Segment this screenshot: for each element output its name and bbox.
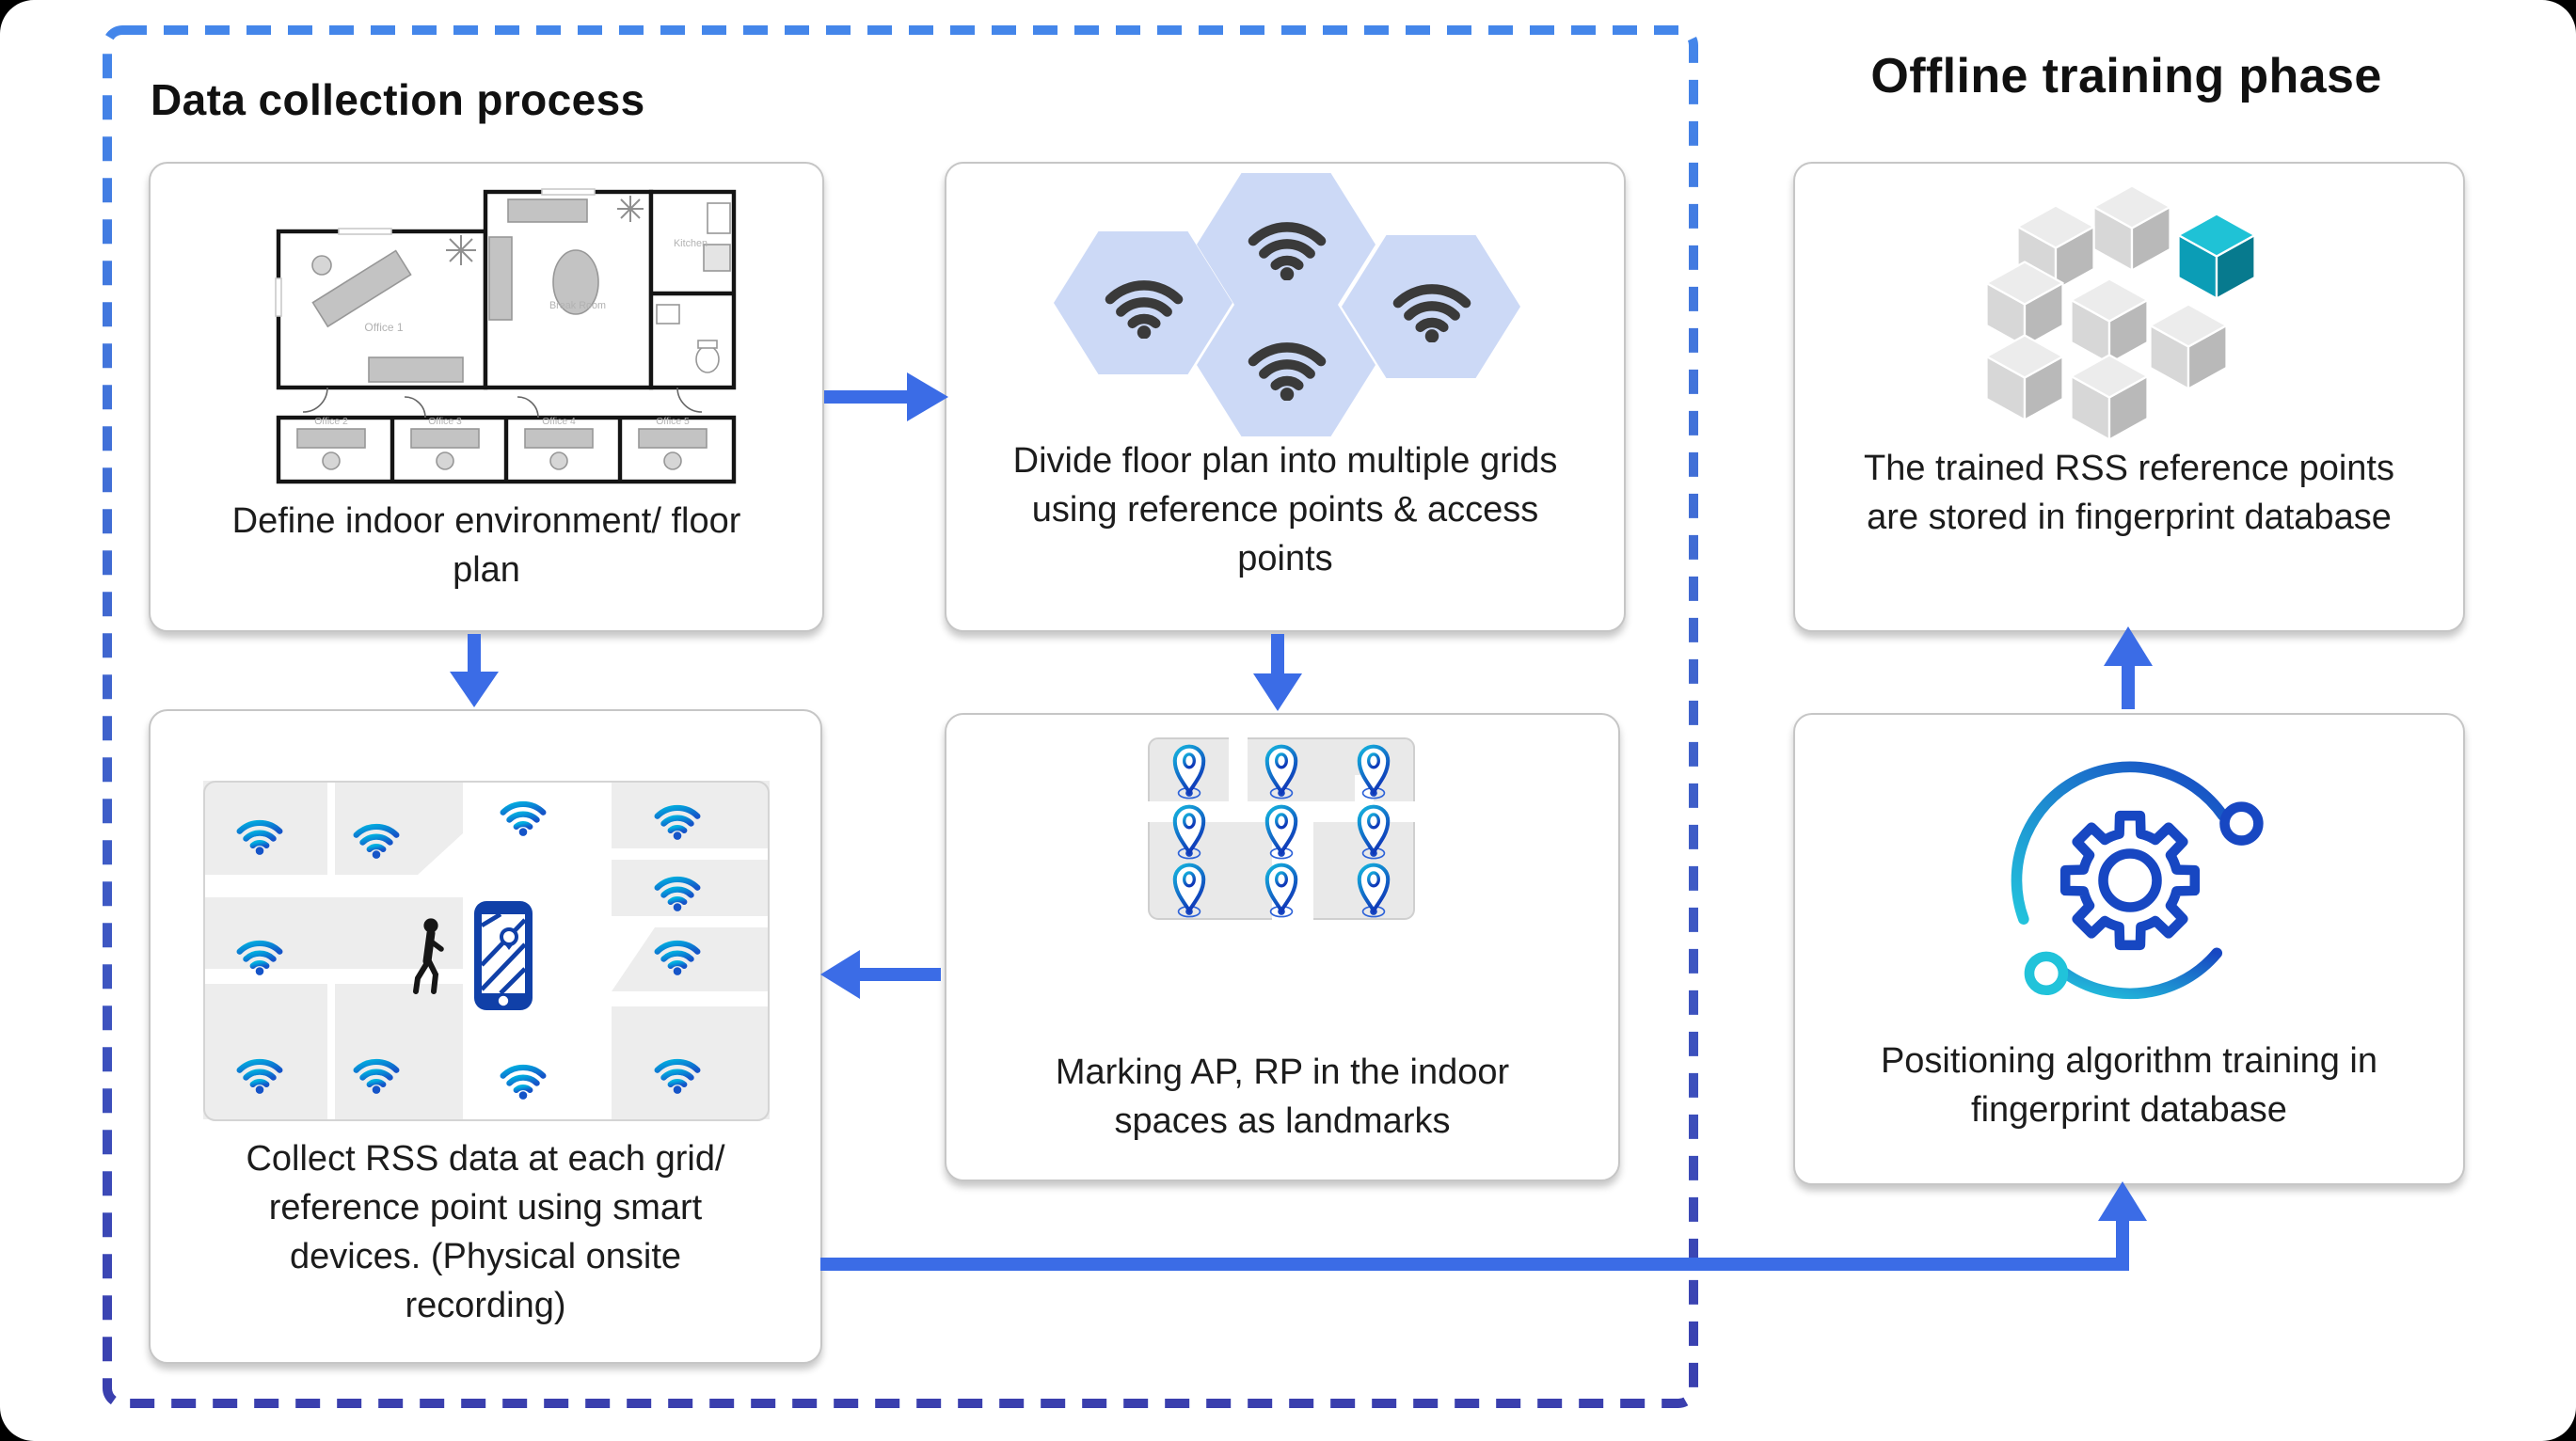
svg-text:Office 1: Office 1 — [364, 321, 403, 334]
wifi-icon — [1243, 329, 1329, 401]
rss-collection-map — [203, 781, 770, 1121]
caption-fingerprint-database: The trained RSS reference points are sto… — [1864, 450, 2394, 539]
caption-collect-rss: Collect RSS data at each grid/ reference… — [246, 1140, 725, 1327]
card-marking-landmarks: Marking AP, RP in the indoor spaces as l… — [945, 713, 1620, 1181]
svg-text:Office 4: Office 4 — [542, 417, 576, 427]
arrow-training-to-stored — [2104, 626, 2153, 709]
data-collection-title: Data collection process — [151, 75, 645, 124]
arrow-define-to-divide — [824, 372, 948, 421]
arrow-define-to-collect — [450, 634, 499, 707]
wifi-icon — [1243, 209, 1329, 280]
card-algorithm-training: Positioning algorithm training in finger… — [1793, 713, 2465, 1185]
fingerprint-database-cubes-icon — [1985, 184, 2256, 441]
phone-map-icon — [474, 901, 533, 1010]
landmark-map — [1148, 737, 1415, 920]
svg-text:Break Room: Break Room — [549, 300, 606, 311]
arrow-collect-to-training — [820, 1181, 2147, 1271]
svg-text:Office 5: Office 5 — [656, 417, 690, 427]
caption-algorithm-training: Positioning algorithm training in finger… — [1880, 1042, 2378, 1132]
arrow-divide-to-marking — [1253, 634, 1302, 711]
svg-text:Office 2: Office 2 — [314, 417, 348, 427]
wifi-icon — [1388, 271, 1474, 342]
walking-person-icon — [413, 918, 444, 994]
card-fingerprint-database: The trained RSS reference points are sto… — [1793, 162, 2465, 632]
offline-training-title: Offline training phase — [1870, 47, 2382, 103]
card-collect-rss: Collect RSS data at each grid/ reference… — [149, 709, 822, 1364]
svg-text:Office 3: Office 3 — [428, 417, 462, 427]
floor-plan-image: Office 1 Break Room Kitchen Office 2 Off… — [275, 188, 737, 484]
caption-define-floorplan: Define indoor environment/ floor plan — [231, 502, 741, 592]
wifi-icon — [1100, 267, 1186, 339]
svg-text:Kitchen: Kitchen — [674, 238, 708, 249]
caption-divide-grids: Divide floor plan into multiple grids us… — [1012, 442, 1558, 580]
caption-marking-landmarks: Marking AP, RP in the indoor spaces as l… — [1055, 1053, 1510, 1143]
card-divide-grids: Divide floor plan into multiple grids us… — [945, 162, 1626, 632]
algorithm-training-gear-icon — [2011, 761, 2264, 1000]
arrow-marking-to-collect — [820, 950, 941, 999]
card-define-floorplan: Office 1 Break Room Kitchen Office 2 Off… — [149, 162, 824, 632]
